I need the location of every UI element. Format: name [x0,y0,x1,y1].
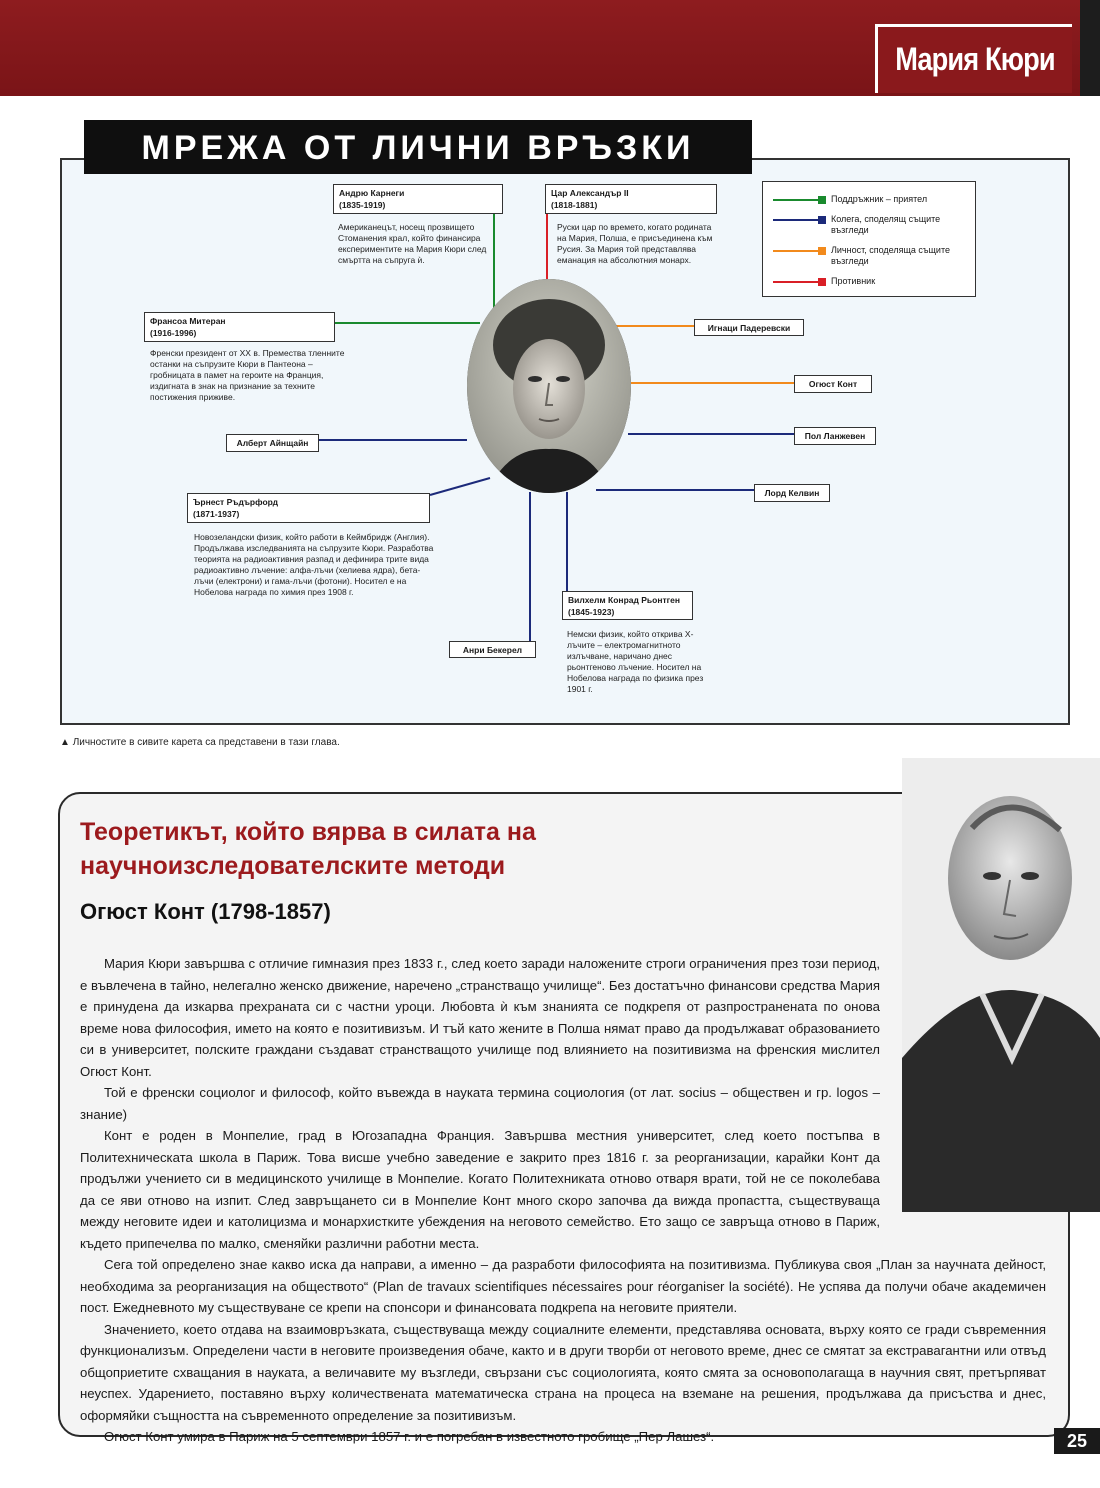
person-box-paderewski: Игнаци Падеревски [694,319,804,336]
person-name: Лорд Келвин [764,488,820,498]
person-name: Анри Бекерел [462,645,523,655]
person-desc-carnegie: Американецът, носещ прозвището Стоманени… [338,222,487,265]
person-name: Ърнест Ръдърфорд [193,497,279,507]
person-name: Франсоа Митеран [150,316,226,326]
article-body: Мария Кюри завършва с отличие гимназия п… [80,953,1046,1448]
person-box-carnegie: Андрю Карнеги (1835-1919) [333,184,503,214]
person-box-kelvin: Лорд Келвин [754,484,830,502]
legend-label: Противник [831,276,876,286]
legend-swatch [818,196,826,204]
person-box-alexander: Цар Александър II (1818-1881) [545,184,717,214]
person-years: (1845-1923) [568,607,615,617]
chapter-title-box: Мария Кюри [875,24,1072,93]
legend-swatch [818,247,826,255]
legend-line [773,281,818,283]
person-desc-rontgen: Немски физик, който открива X-лъчите – е… [567,629,704,694]
person-box-rontgen: Вилхелм Конрад Рьонтген (1845-1923) [562,591,693,620]
article-subheading: Огюст Конт (1798-1857) [80,899,331,924]
person-box-comte: Огюст Конт [794,375,872,393]
header-edge [1080,0,1100,96]
legend-label: Поддръжник – приятел [831,194,928,204]
portrait-image [467,279,631,493]
person-name: Вилхелм Конрад Рьонтген [568,595,681,605]
article-paragraph: Огюст Конт умира в Париж на 5 септември … [104,1429,715,1444]
legend-label: Личност, споделяща същите възгледи [831,245,950,266]
network-lines [319,213,795,642]
person-desc-rutherford: Новозеландски физик, който работи в Кейм… [194,532,434,597]
person-years: (1916-1996) [150,328,197,338]
article-paragraph: Той е френски социолог и философ, който … [80,1085,880,1122]
comte-image [902,758,1100,1212]
person-name: Цар Александър II [551,188,629,198]
person-name: Пол Ланжевен [804,431,866,441]
person-name: Алберт Айнщайн [236,438,309,448]
legend-item-likeminded: Личност, споделяща същите възгледи [773,245,971,267]
legend-swatch [818,278,826,286]
person-years: (1835-1919) [339,200,386,210]
person-desc-mitterrand: Френски президент от XX в. Премества тле… [150,348,345,402]
network-title-box: МРЕЖА ОТ ЛИЧНИ ВРЪЗКИ [84,120,752,174]
article-paragraph: Конт е роден в Монпелие, град в Югозапад… [80,1128,880,1251]
person-name: Андрю Карнеги [339,188,405,198]
person-years: (1871-1937) [193,509,240,519]
person-box-langevin: Пол Ланжевен [794,427,876,445]
caption-arrow-icon: ▲ [60,737,73,748]
caption-text: Личностите в сивите карета са представен… [72,737,340,748]
legend-item-supporter: Поддръжник – приятел [773,194,971,205]
article-panel [58,792,1070,1437]
legend: Поддръжник – приятел Колега, споделящ съ… [762,181,976,297]
person-name: Игнаци Падеревски [707,323,791,333]
legend-item-colleague: Колега, споделящ същите възгледи [773,214,971,236]
legend-line [773,199,818,201]
network-title: МРЕЖА ОТ ЛИЧНИ ВРЪЗКИ [141,129,695,167]
network-caption: ▲ Личностите в сивите карета са представ… [60,737,340,748]
auguste-comte-portrait [902,758,1100,1212]
article-paragraph: Сега той определено знае какво иска да н… [80,1257,1046,1315]
article-paragraph: Мария Кюри завършва с отличие гимназия п… [80,956,880,1079]
legend-swatch [818,216,826,224]
person-years: (1818-1881) [551,200,598,210]
legend-line [773,219,818,221]
marie-curie-portrait [467,279,631,493]
person-box-rutherford: Ърнест Ръдърфорд (1871-1937) [187,493,430,523]
person-box-becquerel: Анри Бекерел [449,641,536,658]
legend-item-opponent: Противник [773,276,971,287]
person-name: Огюст Конт [808,379,858,389]
chapter-title: Мария Кюри [895,41,1055,77]
legend-line [773,250,818,252]
article-paragraph: Значението, което отдава на взаимовръзка… [80,1321,1046,1423]
legend-label: Колега, споделящ същите възгледи [831,214,941,235]
page-number: 25 [1054,1428,1100,1454]
person-box-einstein: Алберт Айнщайн [226,434,319,452]
person-desc-alexander: Руски цар по времето, когато родината на… [557,222,713,265]
person-box-mitterrand: Франсоа Митеран (1916-1996) [144,312,335,342]
article-heading: Теоретикът, който вярва в силата на науч… [80,818,536,880]
